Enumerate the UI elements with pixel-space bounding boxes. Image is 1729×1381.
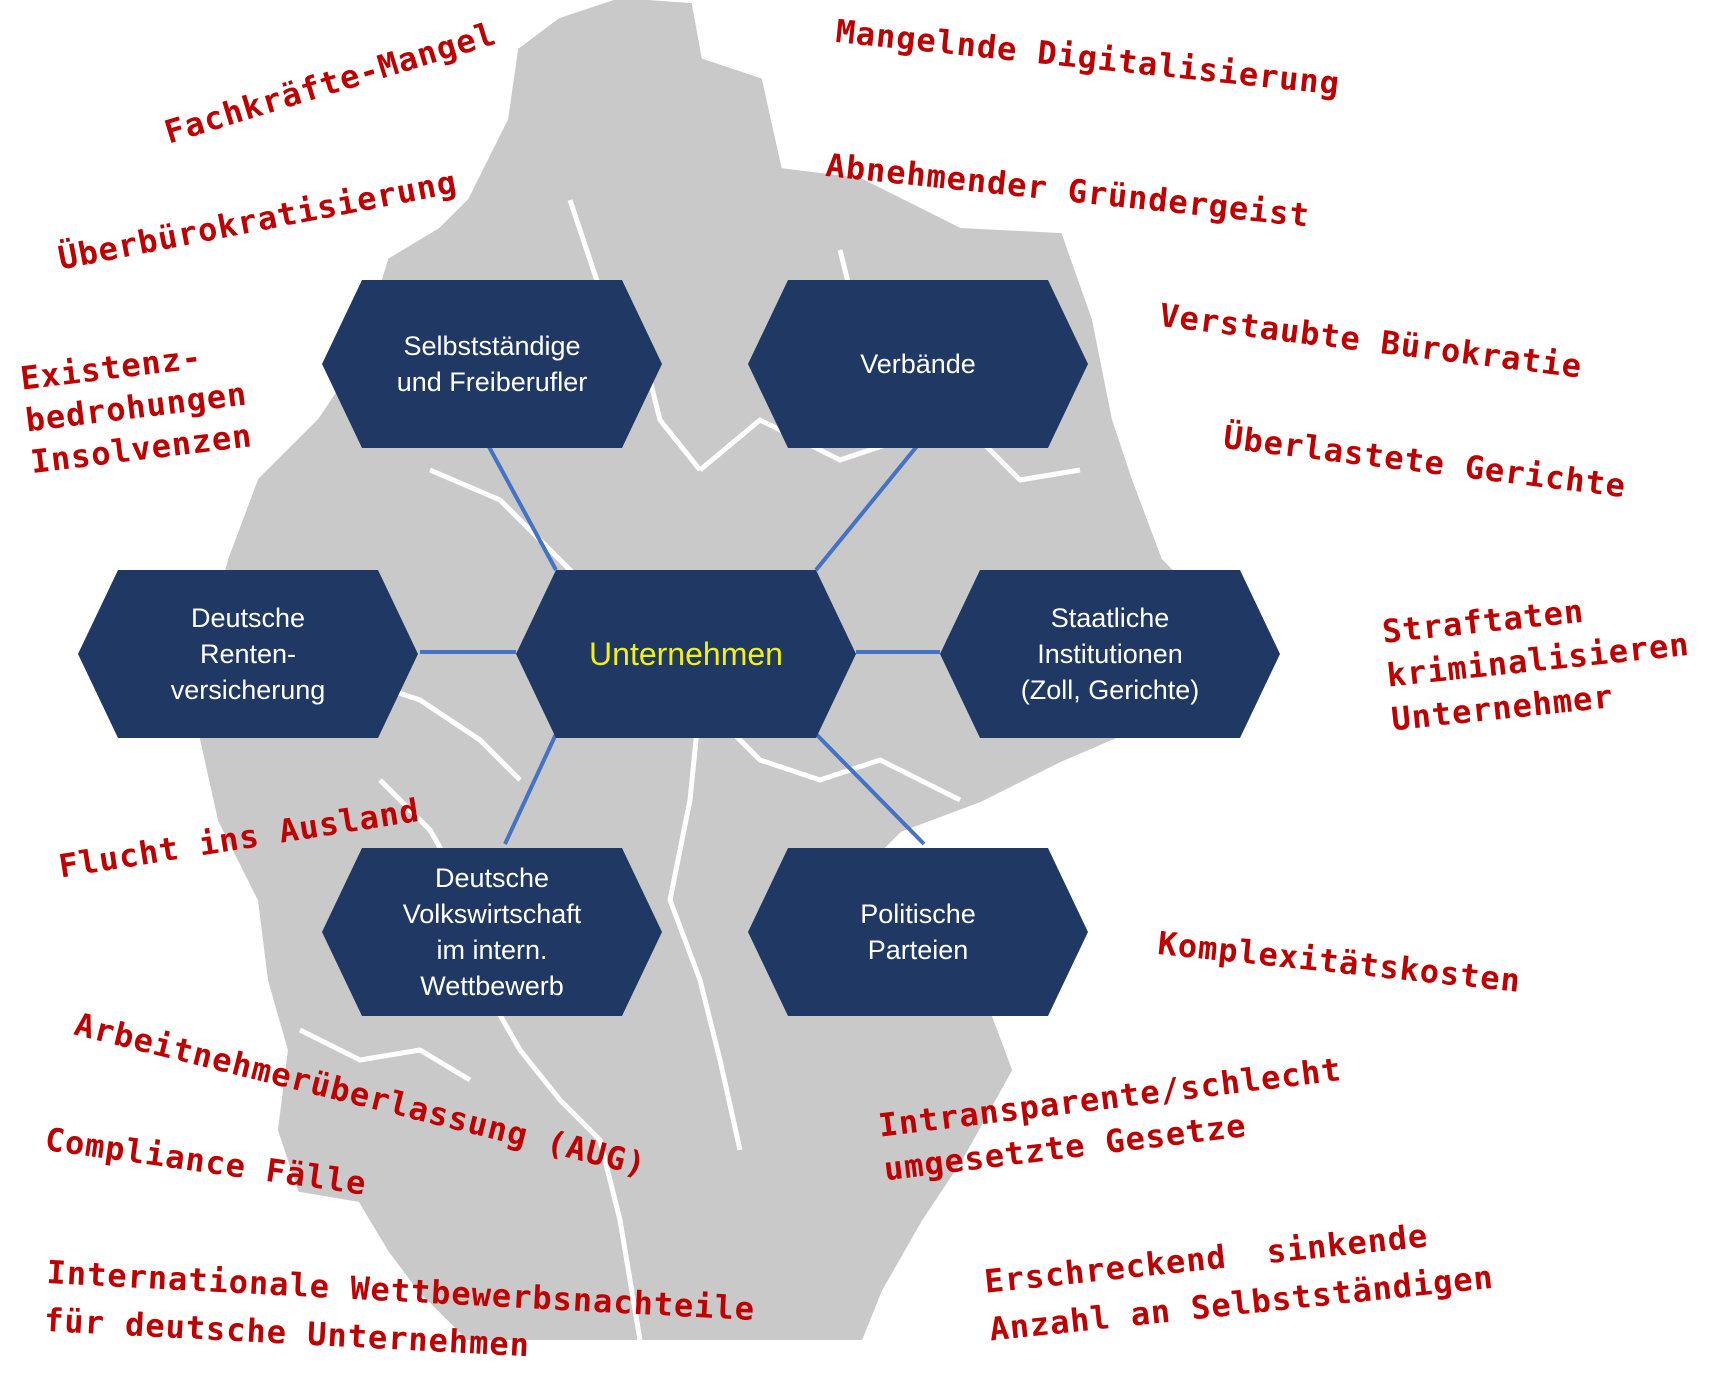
node-label: Deutsche Renten- versicherung [170, 603, 326, 705]
node-staatliche: Staatliche Institutionen (Zoll, Gerichte… [940, 570, 1280, 738]
connector-verbaende [814, 438, 924, 572]
node-label: Deutsche Volkswirtschaft im intern. Wett… [402, 863, 582, 1001]
node-rentenversicherung: Deutsche Renten- versicherung [78, 570, 418, 738]
node-label: Verbände [860, 349, 976, 379]
center-label: Unternehmen [589, 636, 783, 672]
connector-lines [420, 438, 940, 846]
connector-selbststaendige [486, 444, 558, 571]
node-label: Politische Parteien [860, 899, 976, 965]
node-label: Selbstständige und Freiberufler [396, 331, 588, 397]
node-label: Staatliche Institutionen (Zoll, Gerichte… [1020, 603, 1200, 705]
node-verbaende: Verbände [748, 280, 1088, 448]
node-unternehmen: Unternehmen [516, 570, 856, 738]
connector-parteien [814, 732, 926, 846]
note-existenz: Existenz- bedrohungen Insolvenzen [18, 337, 255, 482]
node-volkswirtschaft: Deutsche Volkswirtschaft im intern. Wett… [322, 848, 662, 1016]
node-selbststaendige: Selbstständige und Freiberufler [322, 280, 662, 448]
node-parteien: Politische Parteien [748, 848, 1088, 1016]
connector-volkswirtschaft [503, 733, 558, 845]
